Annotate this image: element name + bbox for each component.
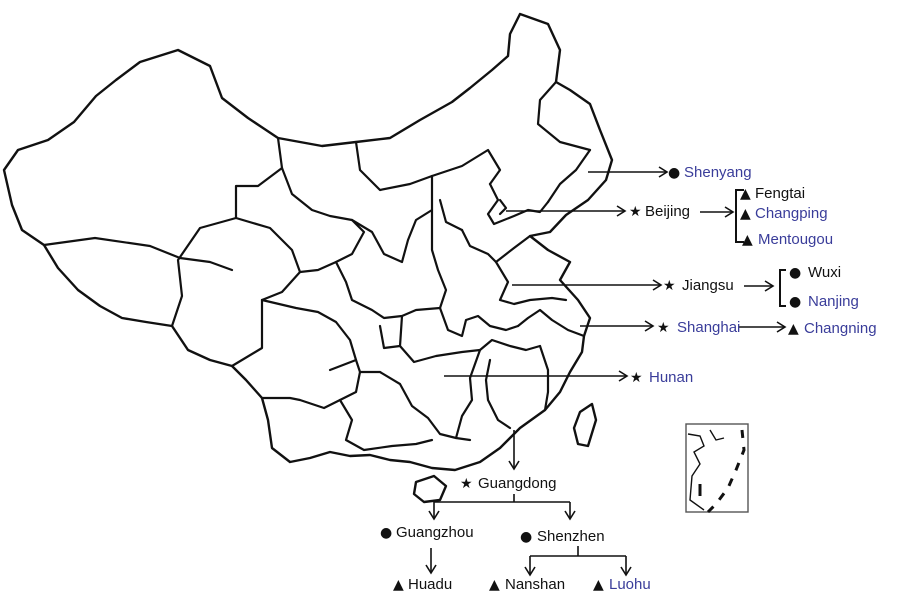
inset-dashed-boundary	[706, 429, 746, 514]
label-jiangsu: Jiangsu	[682, 277, 734, 294]
marker-star: ★	[630, 370, 643, 386]
marker-triangle: ▲	[393, 577, 404, 593]
arrowhead	[652, 279, 663, 291]
hainan-island	[412, 474, 448, 504]
marker-circle: ●	[380, 525, 392, 541]
marker-triangle: ▲	[593, 577, 604, 593]
arrowhead	[508, 460, 520, 471]
bracket-jiangsu	[779, 269, 786, 307]
label-beijing: Beijing	[645, 203, 690, 220]
boundary-line	[42, 236, 234, 272]
boundary-line	[538, 344, 550, 412]
label-guangdong: Guangdong	[478, 475, 556, 492]
label-mentougou: Mentougou	[758, 231, 833, 248]
marker-star: ★	[629, 204, 642, 220]
boundary-line	[230, 298, 264, 368]
boundary-line	[454, 338, 542, 440]
branch-shenzhen	[529, 546, 627, 574]
boundary-line	[438, 306, 520, 338]
boundary-line	[438, 198, 464, 232]
boundary-line	[378, 324, 402, 350]
boundary-line	[516, 308, 586, 338]
arrowhead	[764, 280, 775, 292]
arrowhead	[425, 564, 437, 575]
label-nanshan: Nanshan	[505, 576, 565, 593]
boundary-line	[170, 216, 302, 328]
map-outline	[2, 12, 614, 504]
boundary-line	[536, 80, 592, 152]
label-nanjing: Nanjing	[808, 293, 859, 310]
taiwan-island	[572, 402, 598, 448]
arrowhead	[620, 566, 632, 577]
province-boundaries	[42, 80, 592, 452]
label-fengtai: Fengtai	[755, 185, 805, 202]
boundary-line	[484, 358, 512, 430]
boundary-line	[338, 398, 434, 452]
inset-coastline	[687, 433, 705, 511]
bracket-beijing	[735, 189, 744, 243]
label-luohu: Luohu	[609, 576, 651, 593]
inset-coastline	[709, 429, 725, 441]
arrowhead	[618, 370, 629, 382]
marker-circle: ●	[668, 165, 680, 181]
label-hunan: Hunan	[649, 369, 693, 386]
arrowhead	[776, 321, 787, 333]
inset-map	[685, 423, 749, 514]
boundary-line	[498, 198, 508, 216]
label-changping: Changping	[755, 205, 828, 222]
marker-triangle: ▲	[740, 206, 751, 222]
boundary-line	[234, 166, 284, 220]
arrowhead	[524, 566, 536, 577]
marker-star: ★	[657, 320, 670, 336]
arrowhead	[724, 206, 735, 218]
boundary-line	[260, 358, 362, 410]
marker-circle: ●	[789, 294, 801, 310]
marker-circle: ●	[789, 265, 801, 281]
marker-triangle: ▲	[740, 186, 751, 202]
marker-triangle: ▲	[742, 232, 753, 248]
connector-arrows	[425, 166, 787, 577]
marker-triangle: ▲	[489, 577, 500, 593]
inset-map-frame	[685, 423, 749, 513]
label-guangzhou: Guangzhou	[396, 524, 474, 541]
location-labels: ● Shenyang ★ Beijing ▲ Fengtai ▲ Changpi…	[380, 164, 877, 593]
boundary-line	[494, 260, 568, 306]
boundary-line	[546, 148, 592, 204]
arrowhead	[564, 510, 576, 521]
label-shenyang: Shenyang	[684, 164, 752, 181]
arrowhead	[658, 166, 669, 178]
arrowhead	[616, 205, 627, 217]
arrowhead	[428, 510, 440, 521]
boundary-line	[460, 228, 532, 264]
marker-star: ★	[460, 476, 473, 492]
boundary-line	[398, 314, 482, 364]
label-wuxi: Wuxi	[808, 264, 841, 281]
marker-triangle: ▲	[788, 321, 799, 337]
marker-circle: ●	[520, 529, 532, 545]
marker-star: ★	[663, 278, 676, 294]
branch-guangdong	[433, 494, 571, 518]
label-shanghai: Shanghai	[677, 319, 740, 336]
label-shenzhen: Shenzhen	[537, 528, 605, 545]
boundary-line	[350, 174, 434, 264]
arrowhead	[644, 320, 655, 332]
label-changning: Changning	[804, 320, 877, 337]
label-huadu: Huadu	[408, 576, 452, 593]
boundary-line	[358, 370, 472, 442]
boundary-line	[334, 208, 448, 320]
